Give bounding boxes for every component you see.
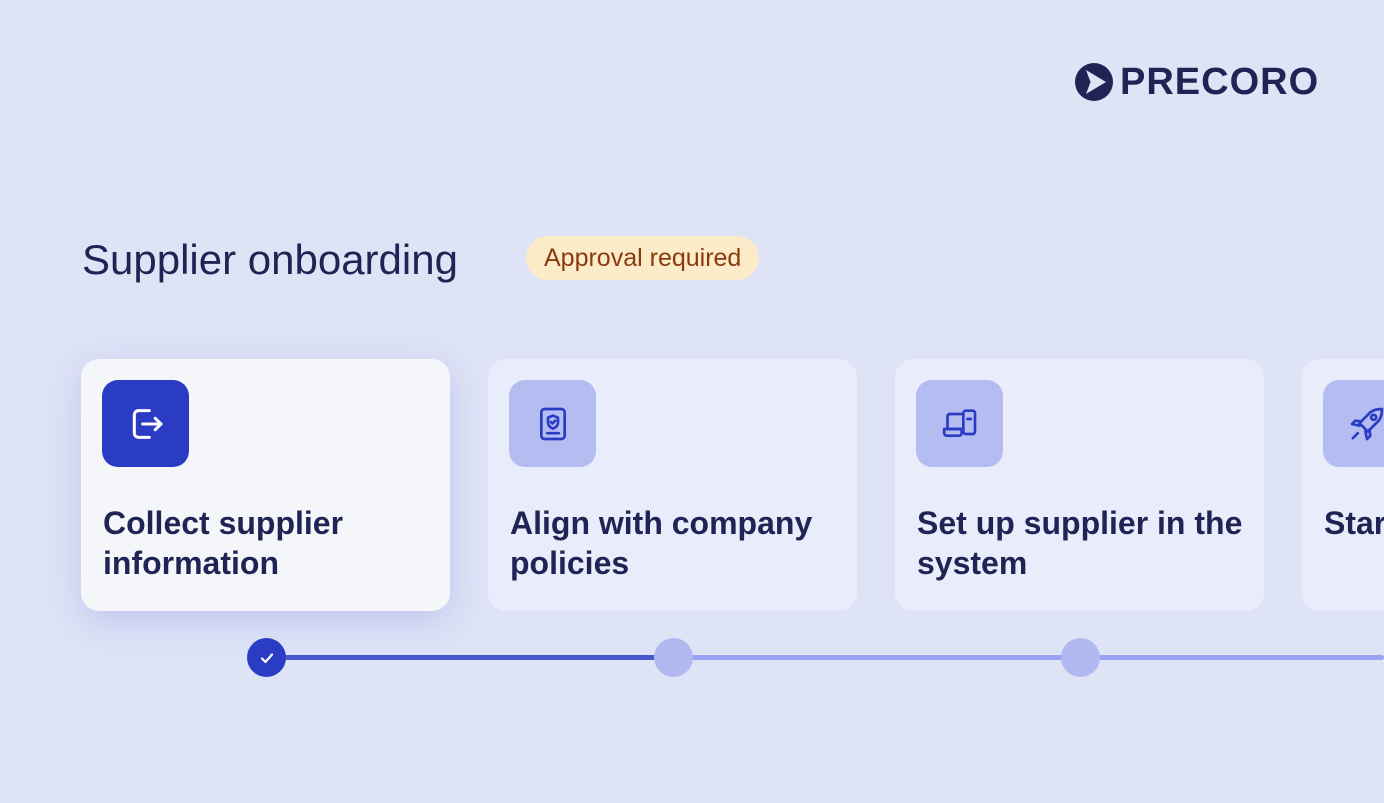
step-title: Collect supplier information [103, 505, 344, 581]
document-shield-icon [509, 380, 596, 467]
step-node-pending[interactable] [1061, 638, 1100, 677]
step-title: Align with company policies [510, 505, 813, 581]
step-node-completed[interactable] [247, 638, 286, 677]
page-title: Supplier onboarding [82, 236, 458, 283]
status-badge: Approval required [526, 236, 760, 280]
step-card-start-collaboration[interactable]: Start collaboration [1302, 359, 1384, 611]
step-card-align-policies[interactable]: Align with company policies [488, 359, 857, 611]
log-out-arrow-icon [102, 380, 189, 467]
step-title: Start collaboration [1324, 505, 1384, 541]
step-card-setup-system[interactable]: Set up supplier in the system [895, 359, 1264, 611]
rocket-icon [1323, 380, 1384, 467]
progress-track-completed [266, 655, 674, 660]
step-node-pending[interactable] [654, 638, 693, 677]
precoro-logo[interactable]: PRECORO [1075, 62, 1319, 102]
check-icon [260, 652, 273, 663]
laptop-phone-icon [916, 380, 1003, 467]
brand-name: PRECORO [1120, 61, 1320, 103]
step-card-collect-information[interactable]: Collect supplier information [81, 359, 450, 611]
progress-track-pending [672, 655, 1384, 660]
play-arrow-circle-icon [1075, 63, 1113, 101]
step-title: Set up supplier in the system [917, 505, 1243, 581]
